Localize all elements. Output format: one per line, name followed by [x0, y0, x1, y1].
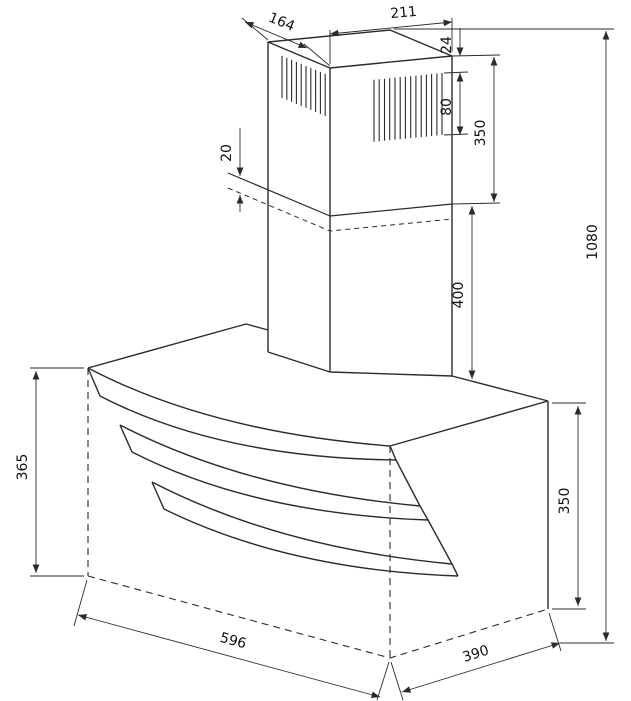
- chimney-vent-slots-right: [373, 73, 443, 142]
- dimension-label: 211: [390, 4, 418, 23]
- dimension-label: 350: [473, 120, 489, 147]
- hood-top-and-back-edges: [87, 323, 549, 447]
- dimension-label: 350: [557, 488, 573, 515]
- chimney: [227, 29, 453, 377]
- hood-hidden-edges: [87, 368, 549, 659]
- dimension-hood-width: 596: [73, 579, 390, 701]
- extension-lines: [443, 133, 469, 136]
- dimension-chimney-top-width: 211: [329, 4, 453, 64]
- hood-body: [87, 323, 549, 659]
- dimension-label: 596: [218, 630, 248, 652]
- dimension-line: [401, 642, 561, 693]
- dimension-label: 365: [15, 454, 31, 481]
- dimension-label: 400: [451, 282, 467, 309]
- hood-front-glass-strips: [87, 367, 459, 577]
- dimension-label: 24: [439, 36, 455, 54]
- dimension-line: [244, 21, 308, 49]
- extension-lines: [451, 202, 501, 205]
- chimney-seam-hidden-line: [227, 187, 453, 232]
- dimensions: 164 211 24 80 350 20: [15, 4, 614, 701]
- dimension-line: [77, 613, 381, 699]
- extension-lines: [394, 28, 614, 644]
- dimension-upper-chimney-height: 350: [451, 57, 501, 205]
- dimension-lower-chimney-height: 400: [451, 206, 476, 379]
- chimney-vent-slots-left: [281, 55, 326, 116]
- dimension-hood-back-height: 350: [552, 402, 586, 610]
- dimension-label: 20: [219, 144, 235, 162]
- chimney-outline: [267, 29, 453, 377]
- dimension-total-height: 1080: [394, 28, 614, 644]
- extension-lines: [552, 402, 586, 610]
- extension-lines: [30, 367, 84, 577]
- dimension-line: [329, 19, 453, 37]
- dimension-label: 164: [266, 10, 297, 35]
- dimension-vent-height: 80: [439, 73, 469, 136]
- dimension-vent-offset: 24: [439, 28, 501, 74]
- dimension-hood-front-height: 365: [15, 367, 84, 577]
- dimension-label: 80: [439, 98, 455, 116]
- dimension-label: 390: [461, 643, 491, 666]
- dimension-label: 1080: [585, 224, 601, 260]
- dimension-hood-depth: 390: [390, 612, 562, 701]
- dimension-overlap: 20: [219, 128, 244, 212]
- chimney-seam-line: [227, 172, 453, 217]
